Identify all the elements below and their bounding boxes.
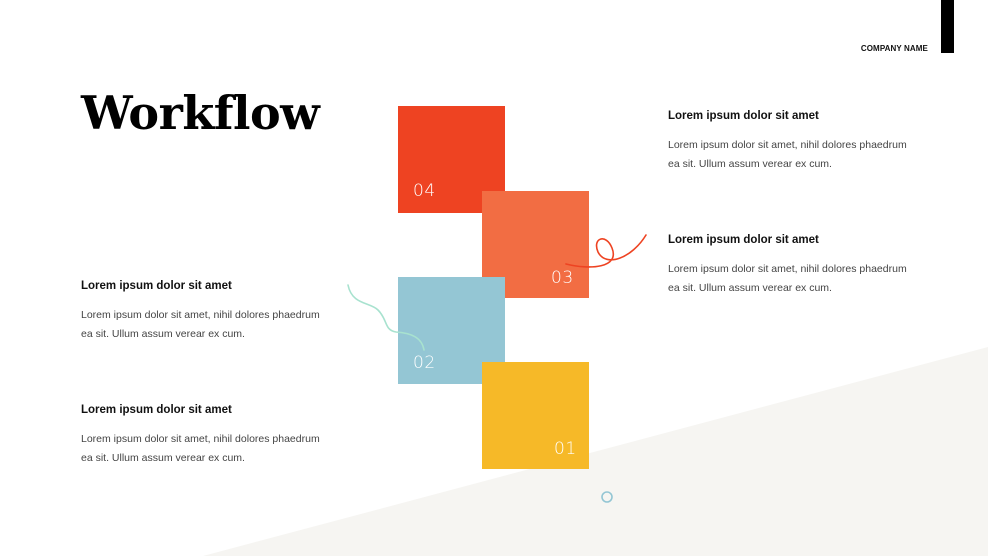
step-02-text: Lorem ipsum dolor sit amet Lorem ipsum d…	[81, 280, 331, 344]
company-name: COMPANY NAME	[860, 44, 928, 53]
step-number: 03	[551, 268, 574, 288]
step-02-body: Lorem ipsum dolor sit amet, nihil dolore…	[81, 309, 320, 340]
step-03-body: Lorem ipsum dolor sit amet, nihil dolore…	[668, 263, 907, 294]
step-04-heading: Lorem ipsum dolor sit amet	[668, 110, 819, 122]
step-01-text: Lorem ipsum dolor sit amet Lorem ipsum d…	[81, 404, 331, 468]
step-02-heading: Lorem ipsum dolor sit amet	[81, 280, 232, 292]
step-04-text: Lorem ipsum dolor sit amet Lorem ipsum d…	[668, 110, 918, 174]
step-04-body: Lorem ipsum dolor sit amet, nihil dolore…	[668, 139, 907, 170]
step-number: 02	[413, 353, 436, 373]
step-03-heading: Lorem ipsum dolor sit amet	[668, 234, 819, 246]
slide-title: Workflow	[81, 86, 320, 140]
step-number: 04	[413, 181, 436, 201]
step-square-01: 01	[482, 362, 589, 469]
step-03-text: Lorem ipsum dolor sit amet Lorem ipsum d…	[668, 234, 918, 298]
step-01-heading: Lorem ipsum dolor sit amet	[81, 404, 232, 416]
step-01-body: Lorem ipsum dolor sit amet, nihil dolore…	[81, 433, 320, 464]
step-number: 01	[554, 439, 577, 459]
top-accent-bar	[941, 0, 954, 53]
